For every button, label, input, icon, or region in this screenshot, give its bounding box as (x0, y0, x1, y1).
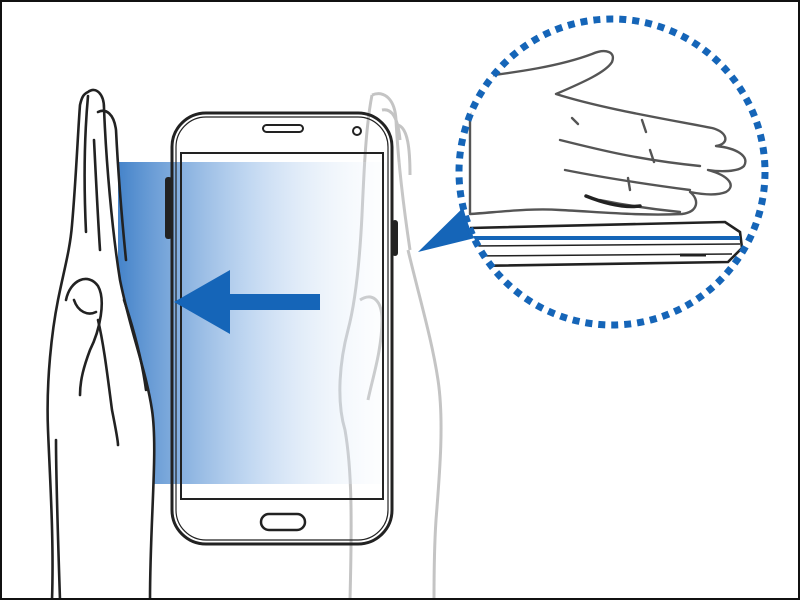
arrow-left-icon (174, 270, 320, 334)
phone-inner-bezel (175, 116, 389, 541)
smartphone (165, 111, 398, 546)
magnified-detail (455, 15, 769, 329)
hand-side-view-icon (468, 50, 747, 216)
swipe-motion-trail (118, 162, 414, 484)
volume-key (165, 177, 172, 239)
front-camera (352, 126, 362, 136)
earpiece-speaker (262, 124, 304, 133)
phone-screen (180, 152, 384, 500)
palm-swipe-left-icon (46, 88, 156, 600)
phone-body (170, 111, 394, 546)
magnifier-dotted-border (455, 15, 769, 329)
phone-side-view (469, 220, 744, 268)
home-button (259, 512, 307, 532)
power-key (392, 220, 398, 256)
